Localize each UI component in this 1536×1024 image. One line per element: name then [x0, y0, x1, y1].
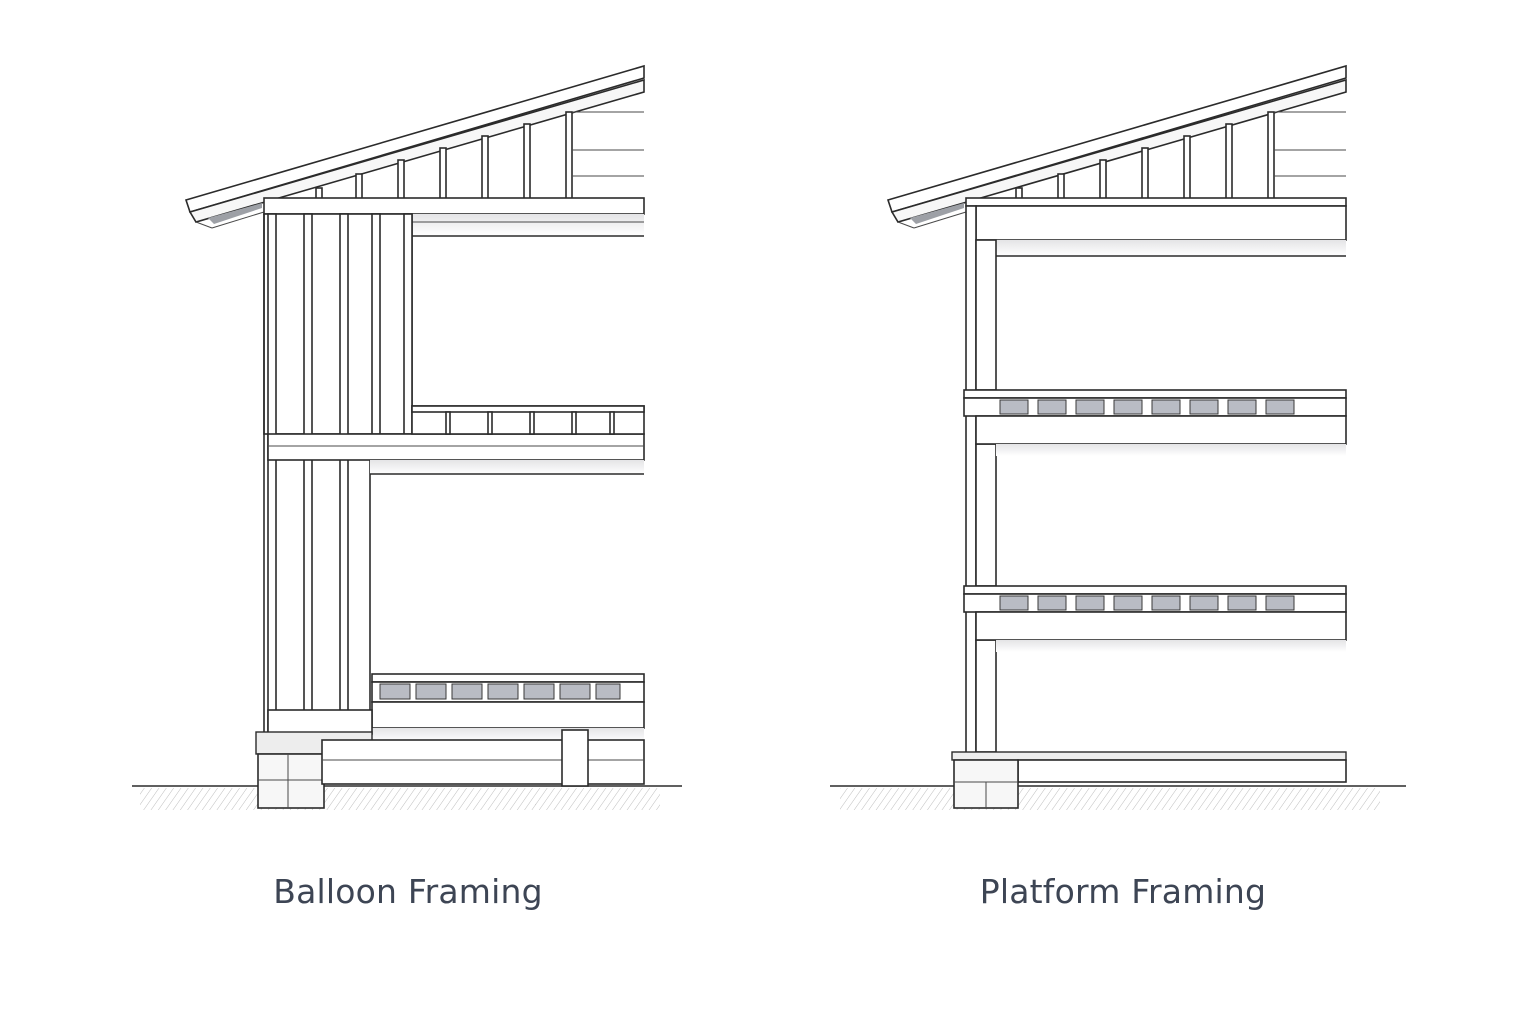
sill-and-foundation — [951, 751, 1347, 809]
top-plate — [965, 197, 1347, 257]
balloon-framing-diagram — [132, 64, 682, 810]
second-floor-blocking — [411, 405, 645, 435]
wall-studs — [965, 205, 997, 755]
gable-studs — [1015, 111, 1346, 201]
roof-rafter — [886, 64, 1347, 229]
balloon-framing-caption: Balloon Framing — [273, 872, 543, 911]
platform-framing-caption: Platform Framing — [979, 872, 1267, 911]
roof-rafter — [184, 64, 645, 229]
middle-floor-platform — [963, 585, 1347, 652]
top-plate — [263, 197, 645, 237]
upper-floor-platform — [963, 389, 1347, 456]
ground-line — [830, 785, 1406, 810]
first-floor-joists — [371, 673, 645, 742]
continuous-studs — [263, 213, 413, 735]
second-floor-ribbon — [267, 433, 645, 475]
ground-line — [132, 785, 682, 810]
platform-framing-diagram — [830, 64, 1406, 810]
sill-and-foundation — [255, 709, 645, 809]
